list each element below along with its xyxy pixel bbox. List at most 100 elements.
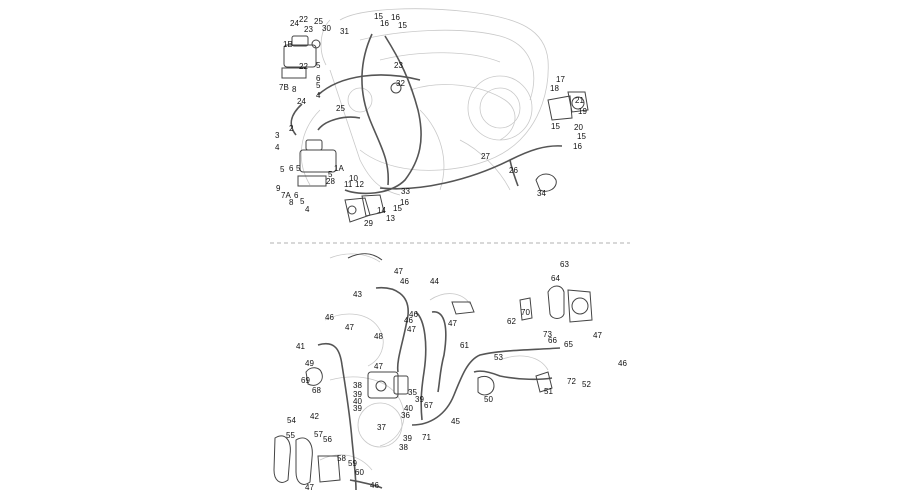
lower-brake-hoses	[317, 286, 561, 491]
callout-number: 73	[543, 330, 552, 339]
callout-number: 48	[374, 332, 383, 341]
lower-components	[273, 253, 593, 485]
callout-number: 46	[370, 481, 379, 490]
callout-number: 5	[328, 170, 333, 179]
callout-number: 6	[289, 164, 294, 173]
callout-number: 16	[400, 198, 409, 207]
callout-number: 44	[430, 277, 439, 286]
callout-number: 15	[398, 21, 407, 30]
callout-number: 1A	[334, 164, 344, 173]
callout-number: 11	[344, 180, 353, 189]
callout-number: 5	[300, 197, 305, 206]
callout-number: 50	[484, 395, 493, 404]
callout-number: 31	[340, 27, 349, 36]
callout-number: 39	[353, 390, 362, 399]
callout-number: 52	[582, 380, 591, 389]
callout-number: 47	[448, 319, 457, 328]
callout-number: 65	[564, 340, 573, 349]
callout-number: 39	[403, 434, 412, 443]
callout-number: 46	[325, 313, 334, 322]
callout-number: 5	[280, 165, 285, 174]
callout-number: 16	[391, 13, 400, 22]
callout-number: 70	[521, 308, 530, 317]
callout-number: 9	[276, 184, 281, 193]
callout-number: 46	[404, 316, 413, 325]
callout-number: 30	[322, 24, 331, 33]
upper-brake-hoses	[290, 33, 563, 195]
callout-number: 15	[374, 12, 383, 21]
callout-number: 69	[301, 376, 310, 385]
callout-number: 37	[377, 423, 386, 432]
callout-number: 4	[275, 143, 280, 152]
callout-number: 28	[326, 177, 335, 186]
callout-number: 64	[551, 274, 560, 283]
callout-number: 57	[314, 430, 323, 439]
callout-number: 59	[348, 459, 357, 468]
callout-number: 16	[380, 19, 389, 28]
callout-number: 7A	[281, 191, 291, 200]
callout-number: 47	[305, 483, 314, 492]
callout-number: 6	[294, 191, 299, 200]
callout-number: 72	[567, 377, 576, 386]
callout-number: 55	[286, 431, 295, 440]
callout-number: 15	[551, 122, 560, 131]
callout-number: 71	[422, 433, 431, 442]
callout-number: 22	[299, 15, 308, 24]
callout-number: 10	[349, 174, 358, 183]
callout-number: 49	[305, 359, 314, 368]
callout-number: 13	[386, 214, 395, 223]
callout-number: 29	[364, 219, 373, 228]
callout-number: 39	[353, 404, 362, 413]
callout-number: 46	[400, 277, 409, 286]
callout-number: 54	[287, 416, 296, 425]
lower-scooter-frame	[319, 253, 549, 471]
callout-number: 63	[560, 260, 569, 269]
callout-number: 32	[396, 79, 405, 88]
callout-number: 16	[573, 142, 582, 151]
callout-number: 24	[297, 97, 306, 106]
callout-number: 39	[415, 395, 424, 404]
callout-number: 36	[401, 411, 410, 420]
callout-number: 67	[424, 401, 433, 410]
callout-number: 15	[577, 132, 586, 141]
callout-number: 43	[353, 290, 362, 299]
callout-number: 47	[593, 331, 602, 340]
callout-number: 34	[537, 189, 546, 198]
callout-number: 8	[292, 85, 297, 94]
callout-number: 19	[578, 107, 587, 116]
callout-number: 38	[399, 443, 408, 452]
callout-number: 41	[296, 342, 305, 351]
callout-number: 47	[374, 362, 383, 371]
callout-number: 53	[494, 353, 503, 362]
callout-number: 3	[275, 131, 280, 140]
callout-number: 12	[355, 180, 364, 189]
callout-number: 24	[290, 19, 299, 28]
callout-number: 40	[353, 397, 362, 406]
callout-number: 1B	[283, 40, 293, 49]
callout-number: 38	[353, 381, 362, 390]
callout-number: 27	[481, 152, 490, 161]
callout-number: 26	[509, 166, 518, 175]
upper-components	[281, 35, 589, 223]
callout-number: 47	[345, 323, 354, 332]
callout-number: 66	[548, 336, 557, 345]
callout-number: 45	[451, 417, 460, 426]
callout-number: 40	[404, 404, 413, 413]
callout-number: 61	[460, 341, 469, 350]
callout-number: 68	[312, 386, 321, 395]
callout-number: 51	[544, 387, 553, 396]
callout-number: 58	[337, 454, 346, 463]
callout-number: 21	[575, 96, 584, 105]
callout-number: 25	[336, 104, 345, 113]
callout-number: 5	[296, 164, 301, 173]
callout-number: 23	[394, 61, 403, 70]
callout-number: 60	[355, 468, 364, 477]
callout-number: 23	[304, 25, 313, 34]
callout-number: 5	[316, 81, 321, 90]
callout-number: 20	[574, 123, 583, 132]
upper-scooter-frame	[300, 8, 549, 196]
callout-number: 35	[408, 388, 417, 397]
callout-number: 15	[393, 204, 402, 213]
